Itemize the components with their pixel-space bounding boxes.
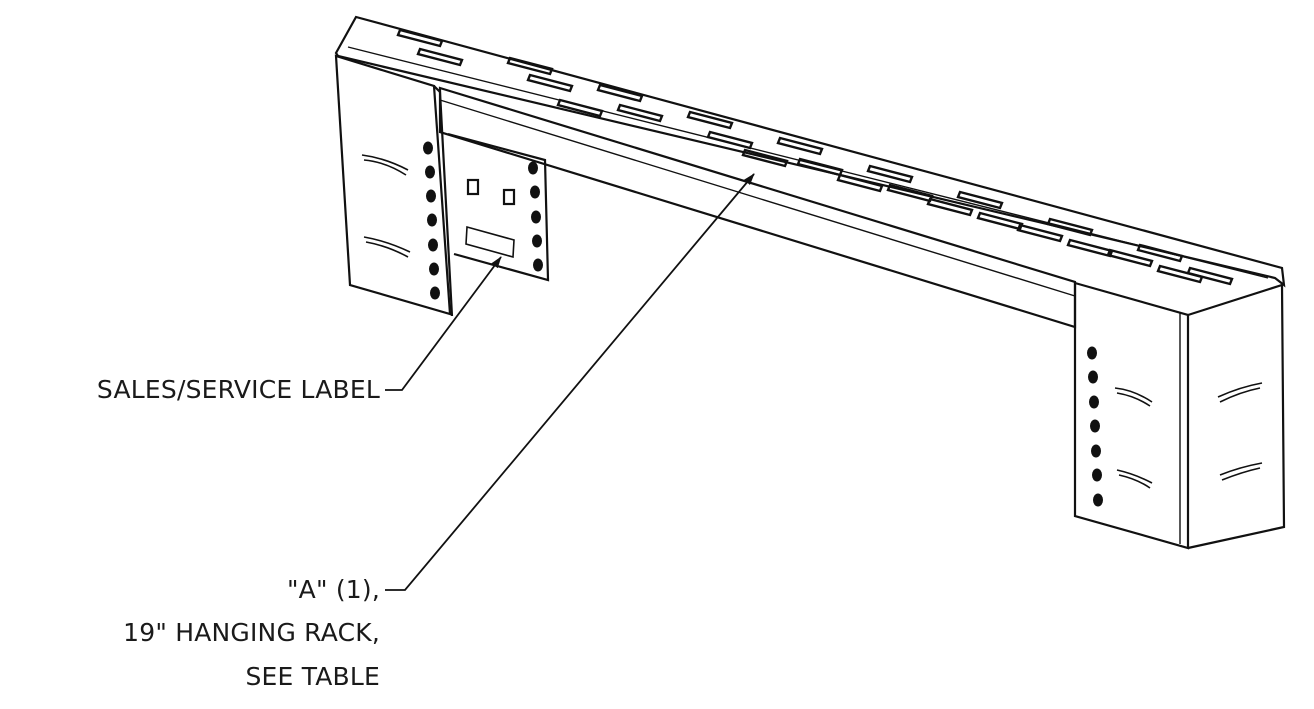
rack-callout-line2: 19" HANGING RACK, bbox=[123, 618, 380, 647]
tray-slot bbox=[976, 211, 1024, 231]
mounting-hole bbox=[428, 238, 438, 252]
mounting-hole bbox=[1090, 419, 1100, 433]
tray-slot bbox=[616, 103, 664, 123]
mounting-hole bbox=[1087, 346, 1097, 360]
tray-slot bbox=[926, 197, 974, 217]
mounting-hole bbox=[1092, 468, 1102, 482]
tray-slot bbox=[836, 173, 884, 193]
tray-slot bbox=[706, 130, 754, 150]
tray-slot bbox=[866, 164, 914, 184]
tray-slot bbox=[1186, 266, 1234, 286]
mounting-hole bbox=[429, 262, 439, 276]
mounting-hole bbox=[1091, 444, 1101, 458]
rack-callout-line1: "A" (1), bbox=[286, 575, 380, 604]
left-end-bracket bbox=[334, 54, 454, 317]
tray-slot bbox=[1016, 223, 1064, 243]
tray-slot bbox=[526, 73, 574, 93]
tray-slot bbox=[596, 83, 644, 103]
sales-label-plate bbox=[465, 225, 515, 259]
right-end-bracket bbox=[1073, 281, 1286, 550]
mounting-hole bbox=[530, 185, 540, 199]
mounting-hole bbox=[423, 141, 433, 155]
tray-slot bbox=[1136, 243, 1184, 263]
inner-plate bbox=[447, 132, 550, 282]
mounting-hole bbox=[427, 213, 437, 227]
mounting-hole bbox=[426, 189, 436, 203]
tray-slot bbox=[741, 148, 789, 168]
tray-slot bbox=[506, 56, 554, 76]
tray-slot bbox=[1106, 248, 1154, 268]
tray-slot bbox=[396, 28, 444, 48]
mounting-hole bbox=[533, 258, 543, 272]
mounting-holes bbox=[423, 141, 1103, 507]
mounting-hole bbox=[1089, 395, 1099, 409]
mounting-hole bbox=[425, 165, 435, 179]
tray-slot bbox=[686, 110, 734, 130]
leader-lines bbox=[385, 173, 755, 591]
tray-slots bbox=[396, 28, 1234, 286]
mounting-hole bbox=[528, 161, 538, 175]
tray-slot bbox=[1046, 217, 1094, 237]
tray-slot bbox=[956, 190, 1004, 210]
tray-slot bbox=[556, 98, 604, 118]
sales-service-label-callout: SALES/SERVICE LABEL bbox=[96, 375, 380, 404]
mounting-hole bbox=[1088, 370, 1098, 384]
mounting-hole bbox=[532, 234, 542, 248]
rack-callout-line3: SEE TABLE bbox=[245, 662, 380, 691]
tray-slot bbox=[1066, 238, 1114, 258]
mounting-hole bbox=[531, 210, 541, 224]
mounting-hole bbox=[430, 286, 440, 300]
tray-slot bbox=[776, 136, 824, 156]
mounting-hole bbox=[1093, 493, 1103, 507]
tray-slot bbox=[416, 47, 464, 67]
